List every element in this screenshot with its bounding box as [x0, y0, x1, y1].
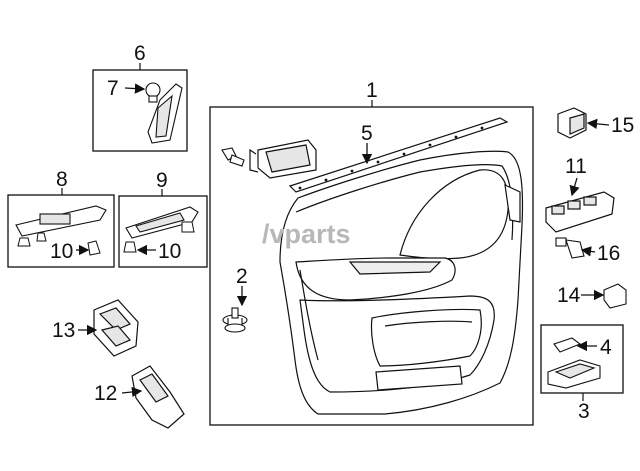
pillar-trim — [147, 83, 183, 144]
callout-4: 4 — [600, 336, 612, 359]
switch-base-9 — [125, 206, 199, 239]
callout-11: 11 — [565, 155, 587, 178]
window-weatherstrip — [288, 117, 509, 193]
part-16 — [555, 237, 585, 259]
clips-10b — [123, 221, 195, 253]
callout-3: 3 — [578, 400, 590, 423]
callout-8: 8 — [56, 168, 68, 191]
clip-part-7 — [145, 82, 161, 103]
callout-6: 6 — [134, 42, 146, 65]
group-box-3 — [540, 324, 624, 394]
part-14 — [603, 283, 627, 309]
door-trim-panel — [279, 150, 524, 415]
master-switch-11 — [545, 191, 615, 233]
callout-5: 5 — [361, 122, 373, 145]
callout-15: 15 — [611, 114, 634, 137]
callout-2: 2 — [236, 265, 248, 288]
panel-clip — [222, 307, 248, 333]
bracket-13 — [93, 299, 139, 357]
callout-13: 13 — [52, 319, 75, 342]
callout-14: 14 — [557, 284, 581, 307]
callout-10-right: 10 — [158, 240, 181, 263]
lamp-lens-4 — [553, 337, 582, 353]
callout-16: 16 — [597, 242, 620, 265]
clips-10a — [17, 232, 101, 256]
group-box-9 — [118, 195, 208, 268]
inside-handle-bezel — [249, 139, 317, 179]
watermark-text: /vparts — [262, 219, 351, 249]
lamp-housing-3 — [547, 359, 601, 389]
switch-base-8 — [15, 205, 107, 237]
group-box-8 — [7, 194, 115, 268]
callout-1: 1 — [366, 79, 378, 102]
callout-7: 7 — [107, 77, 119, 100]
bracket-12 — [131, 365, 185, 429]
switch-15 — [557, 107, 587, 139]
callout-12: 12 — [94, 382, 117, 405]
callout-9: 9 — [156, 169, 168, 192]
handle-screw — [221, 147, 245, 167]
callout-10-left: 10 — [50, 240, 73, 263]
